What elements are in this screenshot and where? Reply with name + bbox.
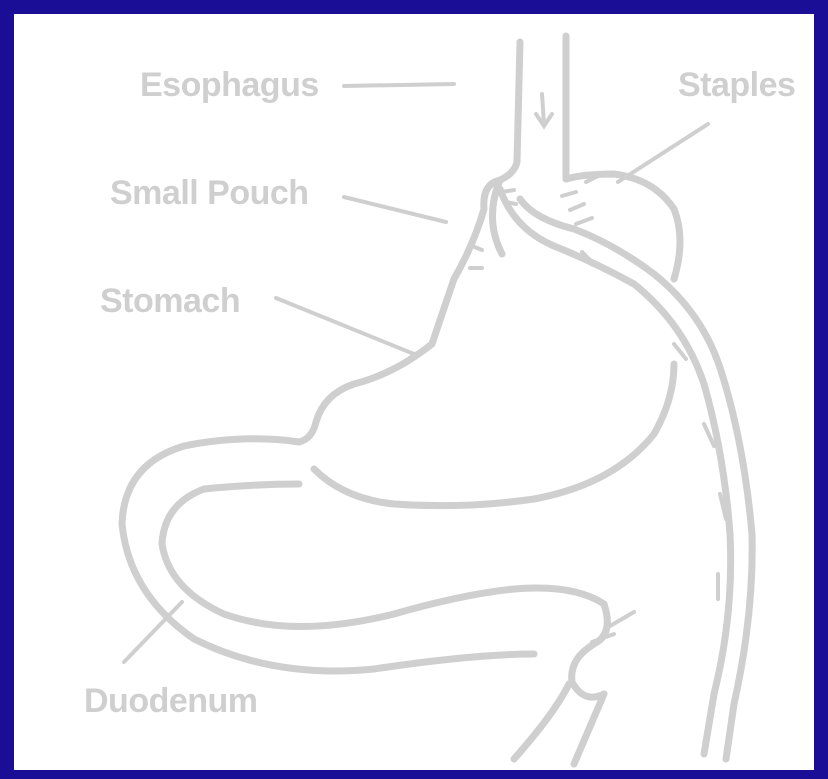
staple-line-shape — [562, 174, 680, 279]
esophagus-label: Esophagus — [140, 66, 319, 105]
stomach-pointer-line — [276, 298, 414, 354]
gastric-bypass-diagram — [14, 14, 814, 770]
staples-label: Staples — [678, 66, 795, 105]
stomach-shape — [122, 344, 674, 697]
roux-limb-shape — [500, 189, 752, 759]
stomach-label: Stomach — [100, 282, 240, 321]
diagram-panel: Esophagus Staples Small Pouch Stomach Du… — [14, 14, 814, 770]
staples-pointer-line — [618, 124, 708, 182]
small-pouch-label: Small Pouch — [110, 174, 309, 213]
esophagus-shape — [500, 36, 566, 180]
duodenum-label: Duodenum — [84, 682, 258, 721]
esophagus-pointer-line — [344, 84, 454, 86]
small-pouch-pointer-line — [344, 197, 446, 222]
duodenum-pointer-line — [124, 602, 182, 662]
